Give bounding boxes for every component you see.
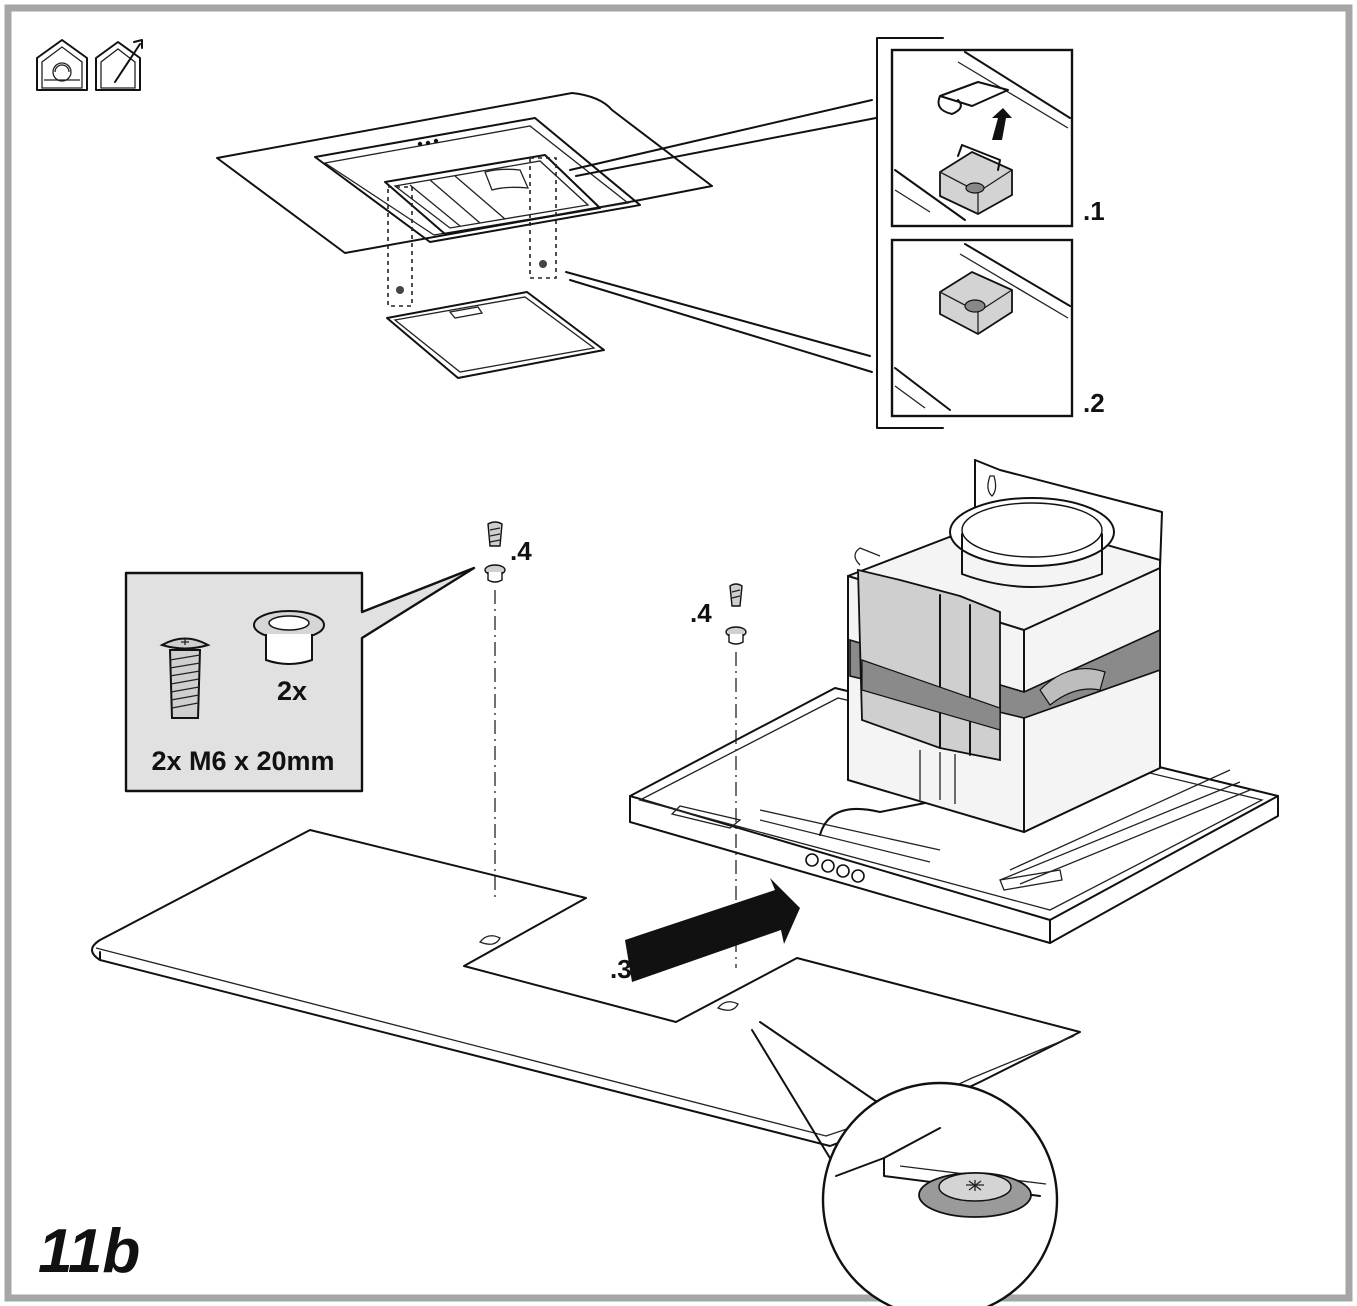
recirculation-house-icon — [36, 39, 88, 91]
step3-label: .3 — [610, 954, 632, 984]
hood-motor-unit — [629, 459, 1279, 944]
insertion-arrow — [625, 878, 800, 982]
step4-right-label: .4 — [690, 598, 712, 628]
figure-number: 11b — [38, 1217, 140, 1286]
screw-icon — [159, 637, 211, 719]
bushing-quantity: 2x — [277, 676, 307, 706]
bushing-icon — [253, 610, 325, 665]
detail-panel-step2 — [890, 238, 1074, 418]
step2-label: .2 — [1083, 388, 1105, 418]
parts-box: 2x 2x M6 x 20mm — [124, 566, 476, 793]
step4-left-label: .4 — [510, 536, 532, 566]
detail-panel-step1 — [890, 48, 1074, 228]
extraction-house-icon — [95, 39, 143, 91]
hood-underside-view — [216, 92, 713, 379]
left-screw-assembly — [484, 521, 506, 900]
magnified-detail — [821, 1081, 1059, 1306]
screw-specification: 2x M6 x 20mm — [151, 746, 334, 776]
step1-label: .1 — [1083, 196, 1105, 226]
